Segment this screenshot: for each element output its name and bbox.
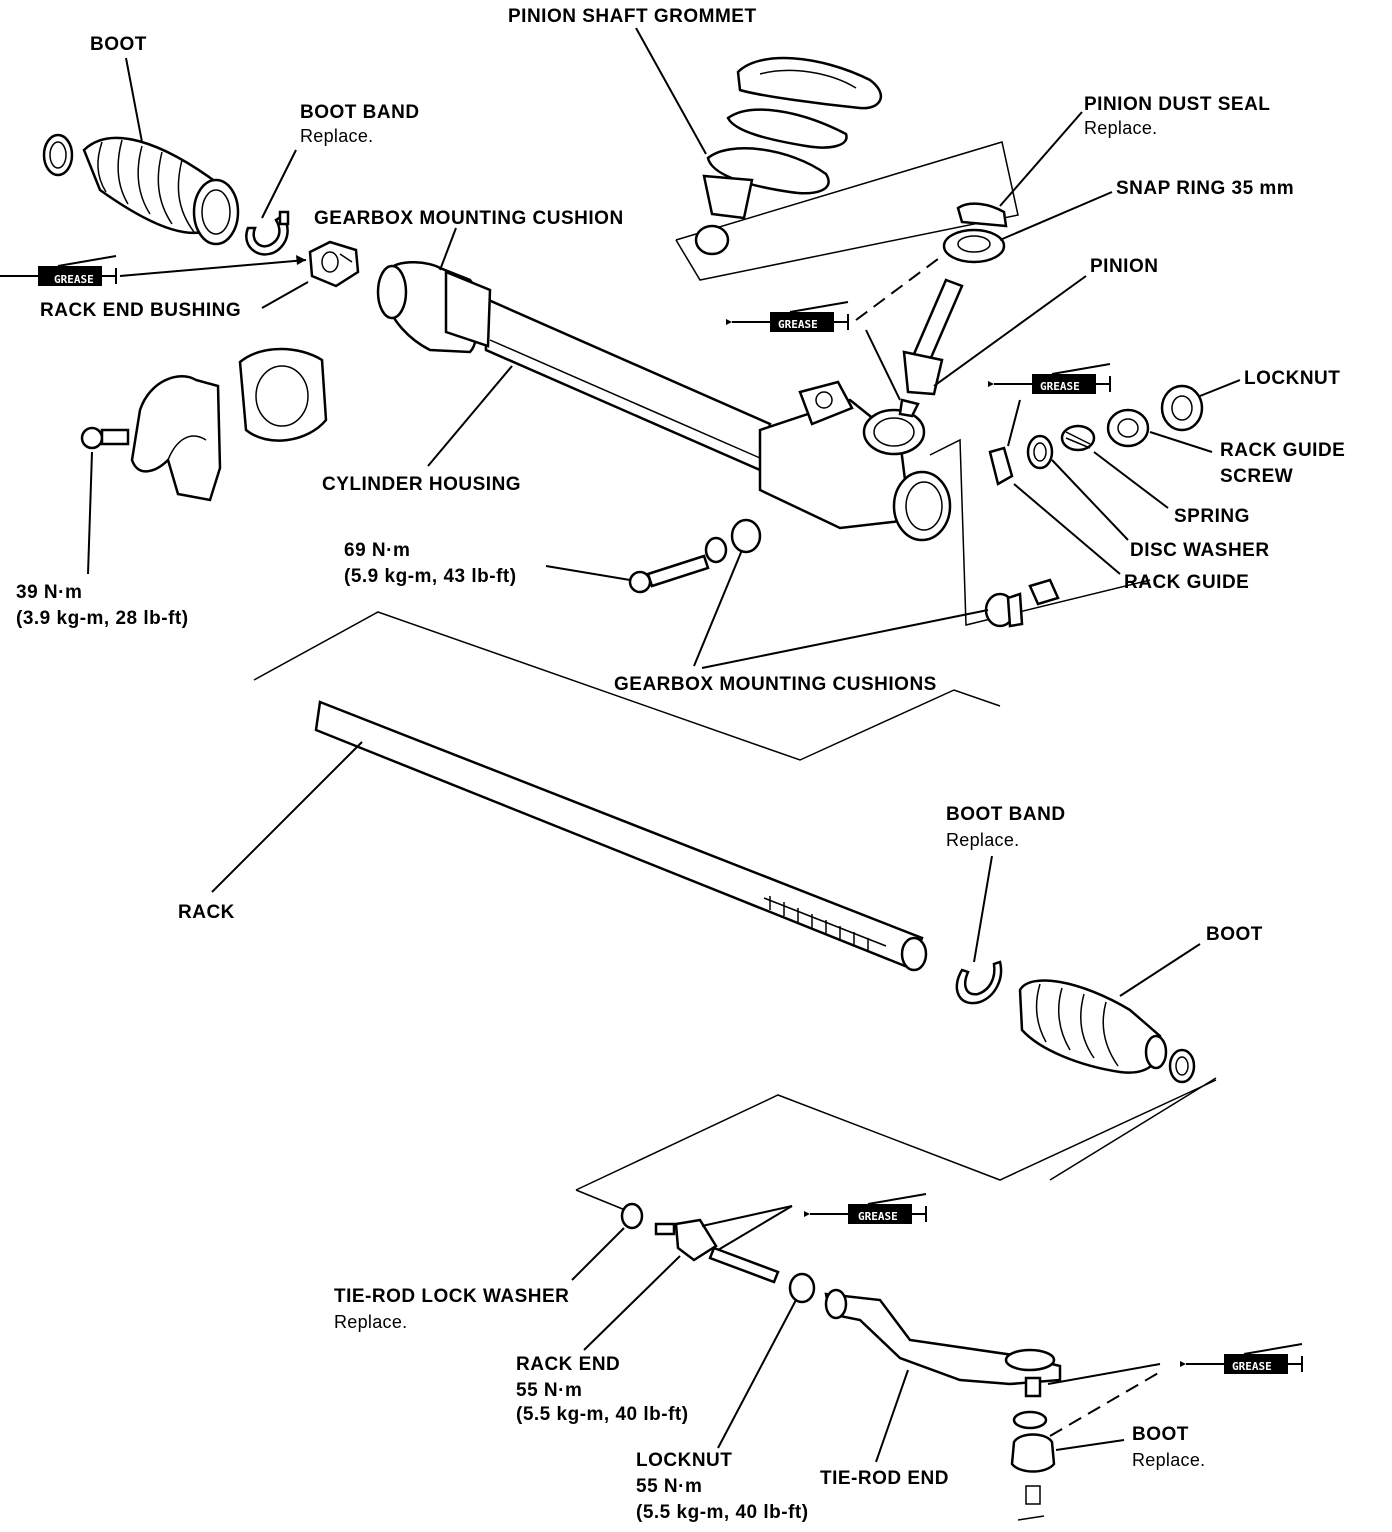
label-rack-end: RACK END [516,1354,620,1375]
gearbox-mounting-cushion-part [238,347,328,442]
label-locknut-top: LOCKNUT [1244,368,1340,389]
tie-rod-end-part [824,1288,1062,1398]
boot-top-part [42,133,240,246]
label-cylinder-housing: CYLINDER HOUSING [322,474,521,495]
label-locknut-bottom-torque-1: 55 N·m [636,1476,702,1497]
boot-band-bottom-part [955,960,1003,1005]
pinion-shaft-grommet-part [694,56,883,256]
label-rack-end-torque-2: (5.5 kg-m, 40 lb-ft) [516,1404,689,1425]
tie-rod-lock-washer-part [620,1202,644,1230]
pinion-part [898,278,964,418]
bracket-bolt-part [80,426,130,450]
grease-arrow-bushing [119,259,307,277]
label-pinion-dust-seal: PINION DUST SEAL [1084,94,1270,115]
pinion-dust-seal-part [956,202,1008,228]
locknut-top-part [1160,384,1204,432]
label-rack-end-torque-1: 55 N·m [516,1380,582,1401]
label-gearbox-mounting-cushion: GEARBOX MOUNTING CUSHION [314,208,624,229]
label-boot-band-bottom: BOOT BAND [946,804,1066,825]
rack-end-part [654,1218,780,1284]
tie-rod-boot-part [1010,1410,1056,1521]
rack-part [314,700,928,972]
snap-ring-part [942,228,1006,264]
label-spring: SPRING [1174,506,1250,527]
label-disc-washer: DISC WASHER [1130,540,1270,561]
tierod-plane-edge [575,1189,631,1213]
label-locknut-bottom-torque-2: (5.5 kg-m, 40 lb-ft) [636,1502,809,1523]
label-boot-bottom: BOOT [1206,924,1263,945]
housing-cushion-part [730,518,762,554]
label-rack-guide: RACK GUIDE [1124,572,1249,593]
locknut-bottom-part [788,1272,816,1304]
label-tie-rod-end: TIE-ROD END [820,1468,949,1489]
label-pinion: PINION [1090,256,1158,277]
rack-end-bushing-part [308,240,360,288]
grease-tag-5: GREASE [1232,1360,1272,1373]
rack-guide-part [988,446,1014,486]
label-torque-69-1: 69 N·m [344,540,410,561]
label-snap-ring: SNAP RING 35 mm [1116,178,1294,199]
label-torque-69-2: (5.9 kg-m, 43 lb-ft) [344,566,517,587]
grease-tag-1: GREASE [54,273,94,286]
leader-lines [87,27,1241,1463]
label-locknut-bottom: LOCKNUT [636,1450,732,1471]
label-boot-band-top-note: Replace. [300,126,373,146]
label-boot-top: BOOT [90,34,147,55]
right-mounting-cushions-part [984,578,1060,628]
grease-tag-2: GREASE [778,318,818,331]
housing-plane-outline [929,438,1151,626]
boot-band-top-part [245,210,290,256]
label-pinion-dust-seal-note: Replace. [1084,118,1157,138]
mounting-bracket-part [130,375,222,502]
label-boot-band-bottom-note: Replace. [946,830,1019,850]
grease-tag-3: GREASE [1040,380,1080,393]
label-torque-39-1: 39 N·m [16,582,82,603]
disc-washer-part [1026,434,1054,470]
boot-bottom-part [1018,979,1196,1084]
grease-tag-4: GREASE [858,1210,898,1223]
label-torque-39-2: (3.9 kg-m, 28 lb-ft) [16,608,189,629]
label-tie-rod-lock-washer: TIE-ROD LOCK WASHER [334,1286,569,1307]
cylinder-housing-part [376,261,952,542]
label-rack-guide-screw-1: RACK GUIDE [1220,440,1345,461]
label-boot-band-top: BOOT BAND [300,102,420,123]
grommet-plane-outline [675,141,1019,281]
rack-plane-outline [253,611,1001,761]
rack-guide-screw-part [1106,408,1150,448]
boot-plane-outline [1049,1077,1217,1181]
label-tie-rod-lock-washer-note: Replace. [334,1312,407,1332]
label-rack-end-bushing: RACK END BUSHING [40,300,241,321]
label-rack: RACK [178,902,235,923]
housing-bolt-part [628,554,710,594]
label-rack-guide-screw-2: SCREW [1220,466,1293,487]
label-boot-tie-rod-note: Replace. [1132,1450,1205,1470]
pinion-assembly-line [855,255,943,321]
housing-washer-part [704,536,728,564]
label-gearbox-mounting-cushions: GEARBOX MOUNTING CUSHIONS [614,674,937,695]
label-pinion-shaft-grommet: PINION SHAFT GROMMET [508,6,757,27]
label-boot-tie-rod: BOOT [1132,1424,1189,1445]
spring-part [1060,424,1096,452]
tierod-plane-outline [575,1079,1217,1191]
